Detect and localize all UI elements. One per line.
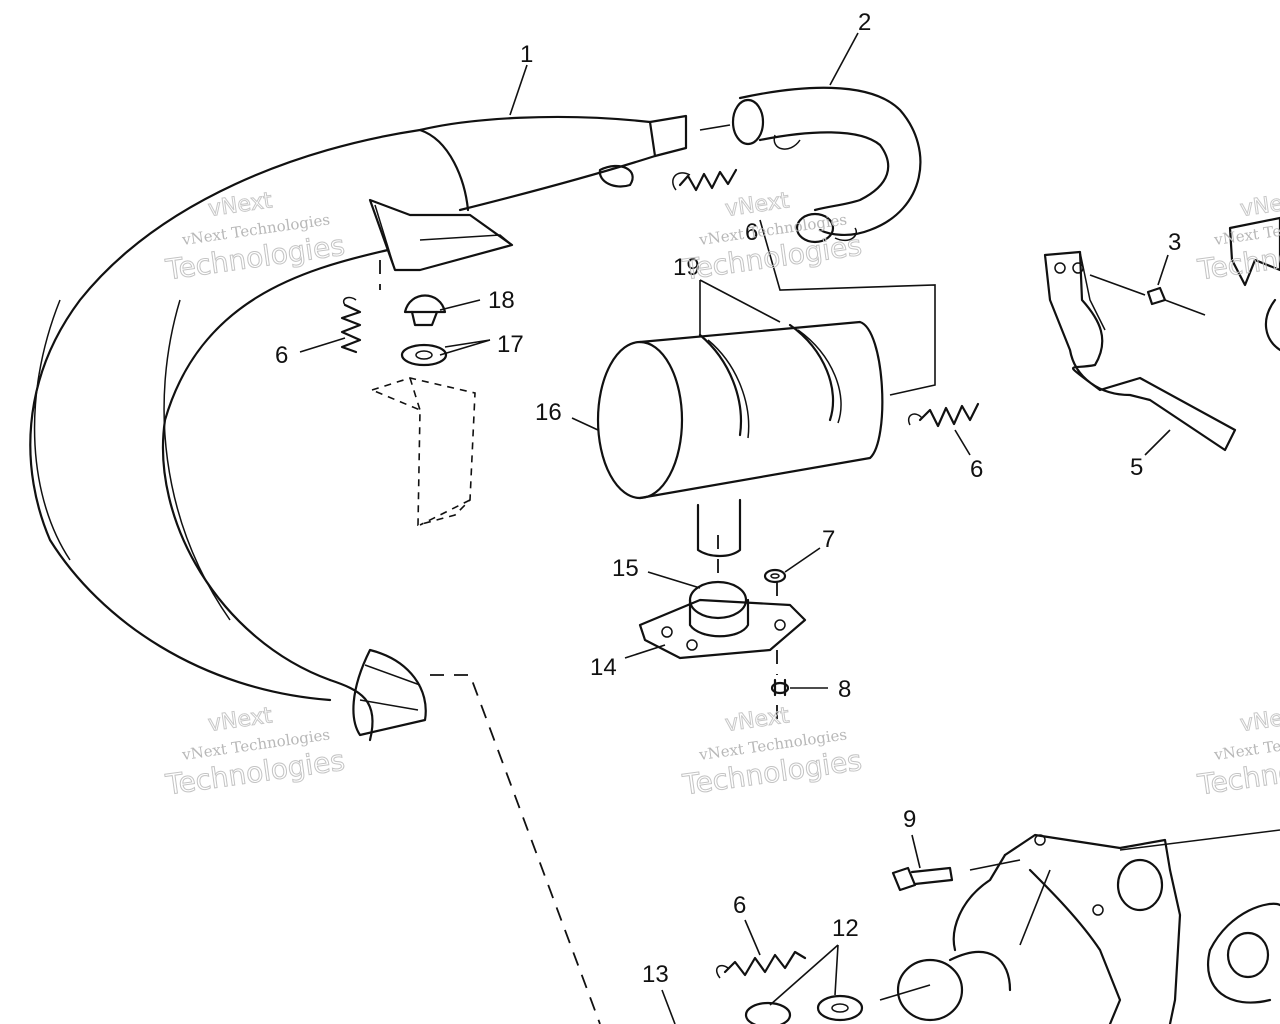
callout-9: 9	[903, 806, 916, 833]
bolt-part-9	[891, 866, 954, 892]
grommet-part-18	[400, 294, 448, 367]
u-pipe-part-2	[731, 86, 922, 244]
muffler-part-16	[596, 320, 884, 558]
spring-right	[908, 402, 980, 428]
callout-2: 2	[858, 9, 871, 36]
callout-3: 3	[1168, 229, 1181, 256]
rivet-part-8	[770, 678, 790, 697]
svg-text:vNext: vNext	[1239, 703, 1280, 737]
watermark-2: vNext Technologies Technologies vNext	[680, 188, 865, 287]
flange-part-14	[638, 580, 807, 660]
callout-16: 16	[535, 399, 562, 426]
gasket-part-12	[744, 994, 864, 1024]
spring-bottom	[716, 950, 807, 979]
callout-6-bottom: 6	[733, 892, 746, 919]
callout-6-top: 6	[745, 219, 758, 246]
callout-6-left: 6	[275, 342, 288, 369]
callout-15: 15	[612, 555, 639, 582]
callout-labels: 1 2 3 5 6 6 6 6 7 8 9 12 13 14 15 16 17 …	[275, 9, 1181, 988]
callout-7: 7	[822, 526, 835, 553]
callout-18: 18	[488, 287, 515, 314]
callout-6-right: 6	[970, 456, 983, 483]
washer-part-7	[763, 568, 787, 584]
callout-12: 12	[832, 915, 859, 942]
watermark-4: vNext Technologies Technologies vNext	[163, 703, 348, 802]
alignment-lines	[379, 219, 1280, 1024]
svg-text:vNext: vNext	[207, 703, 274, 737]
watermark-6: vNext Technologies Technologies vNext	[1195, 703, 1280, 802]
exhaust-pipe-part-1	[29, 114, 688, 742]
bracket-right-edge	[1228, 216, 1280, 352]
callout-17: 17	[497, 331, 524, 358]
leader-lines	[299, 32, 1206, 1024]
spring-top	[672, 168, 738, 192]
watermarks: vNext Technologies Technologies vNext vN…	[163, 188, 1280, 802]
callout-14: 14	[590, 654, 617, 681]
ghost-component	[369, 377, 476, 527]
watermark-5: vNext Technologies Technologies vNext	[680, 703, 865, 802]
callout-1: 1	[520, 41, 533, 68]
watermark-3: vNext Technologies Technologies vNext	[1195, 188, 1280, 287]
bracket-part-5	[1043, 250, 1237, 452]
callout-8: 8	[838, 676, 851, 703]
svg-text:vNext: vNext	[724, 188, 791, 222]
watermark-1: vNext Technologies Technologies vNext	[163, 188, 348, 287]
manifold	[896, 833, 1280, 1024]
fastener-part-3	[1146, 286, 1167, 306]
svg-text:vNext: vNext	[1239, 188, 1280, 222]
spring-left	[340, 296, 362, 354]
svg-text:vNext: vNext	[724, 703, 791, 737]
callout-19: 19	[673, 254, 700, 281]
callout-5: 5	[1130, 454, 1143, 481]
callout-13: 13	[642, 961, 669, 988]
